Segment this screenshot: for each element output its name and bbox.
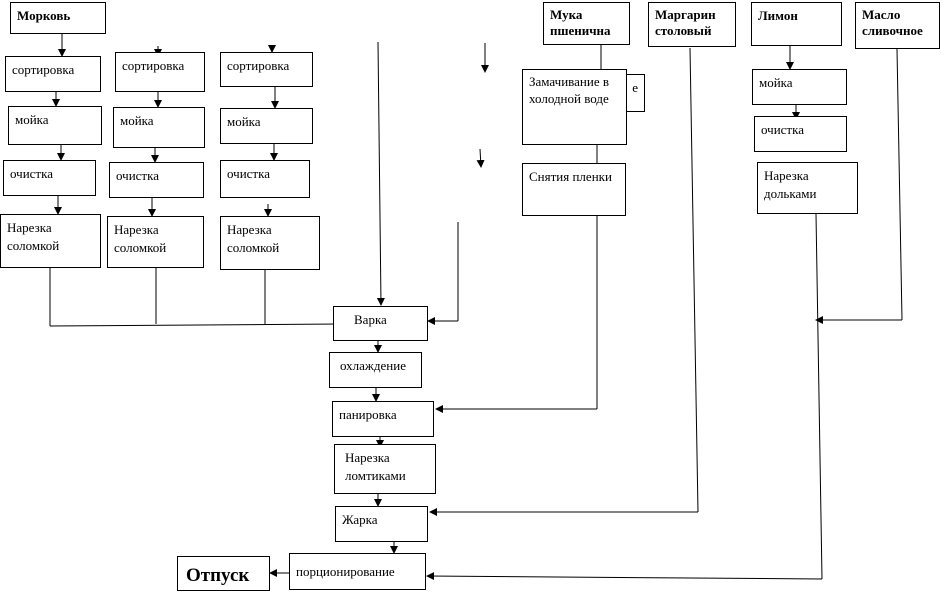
carrot3-wash-step: мойка (220, 108, 313, 144)
step-label: охлаждение (340, 358, 406, 373)
step-label: сортировка (227, 58, 290, 73)
arrow (376, 41, 385, 306)
carrot-label: Морковь (17, 8, 71, 23)
fry-step: Жарка (335, 506, 428, 542)
step-label: Замачивание в холодной воде (529, 74, 609, 106)
carrot1-cut-step: Нарезка соломкой (0, 214, 101, 268)
breading-step: панировка (332, 401, 434, 437)
step-label: Нарезка соломкой (7, 220, 60, 253)
step-label: Варка (354, 312, 387, 327)
butter-label: Масло сливочное (862, 7, 923, 38)
arrow (49, 320, 341, 329)
connector (815, 213, 823, 580)
lemon-cut-step: Нарезка дольками (757, 162, 858, 214)
carrot3-cut-step: Нарезка соломкой (220, 216, 320, 270)
arrow (476, 148, 485, 168)
connector (689, 47, 699, 513)
step-label: панировка (339, 407, 397, 422)
flour-label: Мука пшенична (550, 7, 611, 38)
carrot3-sort-step: сортировка (220, 52, 313, 87)
carrot2-peel-step: очистка (109, 162, 204, 198)
step-label: очистка (116, 168, 159, 183)
step-label: мойка (120, 113, 154, 128)
step-label: Нарезка соломкой (227, 222, 280, 255)
butter-ingredient-box: Масло сливочное (855, 2, 940, 49)
slice-step: Нарезка ломтиками (334, 444, 436, 494)
carrot2-wash-step: мойка (113, 107, 205, 148)
hidden-soak-fragment: е (632, 80, 638, 95)
cool-step: охлаждение (329, 352, 422, 388)
flour-ingredient-box: Мука пшенична (543, 2, 630, 45)
step-label: порционирование (296, 564, 395, 579)
serve-label: Отпуск (186, 565, 250, 586)
carrot1-wash-step: мойка (8, 106, 102, 145)
carrot2-sort-step: сортировка (115, 52, 205, 92)
margarine-label: Маргарин столовый (655, 7, 716, 38)
step-label: Жарка (342, 512, 378, 527)
serve-box: Отпуск (177, 556, 270, 591)
lemon-label: Лимон (758, 8, 798, 23)
arrow (426, 572, 823, 581)
step-label: Снятия пленки (529, 169, 612, 184)
soak-step: Замачивание в холодной воде (522, 69, 627, 145)
margarine-ingredient-box: Маргарин столовый (648, 2, 736, 47)
step-label: мойка (227, 114, 261, 129)
lemon-ingredient-box: Лимон (751, 2, 842, 46)
step-label: Нарезка ломтиками (345, 450, 406, 483)
step-label: очистка (227, 166, 270, 181)
carrot1-sort-step: сортировка (5, 56, 101, 92)
portion-step: порционирование (289, 553, 426, 590)
step-label: Нарезка дольками (764, 168, 817, 201)
boil-step: Варка (333, 306, 428, 341)
lemon-peel-step: очистка (754, 116, 847, 152)
carrot2-cut-step: Нарезка соломкой (107, 216, 204, 268)
carrot-ingredient-box: Морковь (10, 2, 106, 34)
carrot1-peel-step: очистка (3, 160, 96, 196)
film-removal-step: Снятия пленки (522, 163, 626, 216)
connector (896, 48, 903, 321)
step-label: сортировка (122, 58, 185, 73)
step-label: Нарезка соломкой (114, 222, 167, 255)
carrot3-peel-step: очистка (220, 160, 310, 198)
step-label: очистка (10, 166, 53, 181)
lemon-wash-step: мойка (752, 69, 847, 105)
step-label: мойка (759, 75, 793, 90)
step-label: очистка (761, 122, 804, 137)
step-label: мойка (15, 112, 49, 127)
step-label: сортировка (12, 62, 75, 77)
